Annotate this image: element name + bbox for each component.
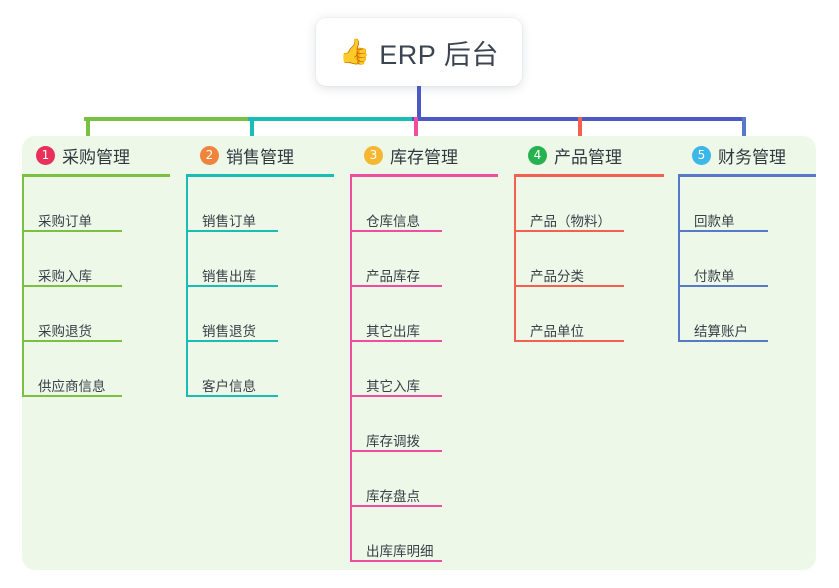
column-badge-2: 2 [200, 145, 219, 165]
leaf-label[interactable]: 回款单 [694, 214, 735, 229]
column-title-2: 销售管理 [226, 147, 294, 167]
leaf-label[interactable]: 出库库明细 [366, 544, 434, 559]
leaf-rule [350, 395, 442, 397]
leaf-rule [678, 230, 768, 232]
leaf-label[interactable]: 客户信息 [202, 379, 256, 394]
leaf-label[interactable]: 库存盘点 [366, 489, 420, 504]
segment-col1-col2 [84, 117, 252, 121]
column-5: 5 财务管理回款单付款单结算账户 [678, 136, 839, 342]
segment-col2-col3 [248, 117, 416, 121]
leaf-label[interactable]: 销售退货 [202, 324, 256, 339]
leaf-rule [514, 340, 624, 342]
leaf-label[interactable]: 库存调拨 [366, 434, 420, 449]
stub-col5 [742, 117, 746, 143]
column-header-rule-2 [186, 174, 334, 177]
leaf-rule [186, 230, 278, 232]
column-header-rule-4 [514, 174, 664, 177]
stub-col2 [250, 117, 254, 143]
root-title: ERP 后台 [379, 39, 499, 70]
column-badge-3: 3 [364, 145, 383, 165]
leaf-rule [22, 395, 122, 397]
column-header-1[interactable]: 1 采购管理 [22, 136, 200, 174]
leaf-rule [678, 340, 768, 342]
leaf-label[interactable]: 产品单位 [530, 324, 584, 339]
column-spine-2 [186, 177, 188, 397]
stub-col1 [86, 117, 90, 143]
leaf-label[interactable]: 供应商信息 [38, 379, 106, 394]
leaf-rule [350, 450, 442, 452]
column-4: 4 产品管理产品（物料） 产品分类产品单位 [514, 136, 694, 342]
stub-col3 [414, 117, 418, 143]
column-header-3[interactable]: 3 库存管理 [350, 136, 528, 174]
leaf-label[interactable]: 销售出库 [202, 269, 256, 284]
thumbs-up-icon: 👍 [339, 37, 371, 66]
column-header-2[interactable]: 2 销售管理 [186, 136, 364, 174]
leaf-label[interactable]: 结算账户 [694, 324, 748, 339]
leaf-label[interactable]: 产品（物料） [530, 214, 611, 229]
leaf-label[interactable]: 采购入库 [38, 269, 92, 284]
column-3: 3 库存管理仓库信息产品库存其它出库其它入库库存调拨库存盘点出库库明细 [350, 136, 528, 562]
stub-col4 [578, 117, 582, 143]
column-title-3: 库存管理 [390, 147, 458, 167]
leaf-rule [350, 560, 442, 562]
column-header-rule-1 [22, 174, 170, 177]
leaf-rule [514, 285, 624, 287]
column-2: 2 销售管理销售订单销售出库销售退货客户信息 [186, 136, 364, 397]
leaf-label[interactable]: 产品库存 [366, 269, 420, 284]
column-title-4: 产品管理 [554, 147, 622, 167]
leaf-label[interactable]: 仓库信息 [366, 214, 420, 229]
column-spine-5 [678, 177, 680, 342]
column-header-rule-5 [678, 174, 816, 177]
leaf-label[interactable]: 其它入库 [366, 379, 420, 394]
leaf-rule [350, 505, 442, 507]
root-node[interactable]: 👍 ERP 后台 [316, 18, 522, 86]
column-header-rule-3 [350, 174, 498, 177]
leaf-label[interactable]: 产品分类 [530, 269, 584, 284]
diagram-panel: 1 采购管理采购订单采购入库采购退货供应商信息 2 销售管理销售订单销售出库销售退货客… [22, 136, 816, 570]
leaf-label[interactable]: 采购退货 [38, 324, 92, 339]
leaf-rule [678, 285, 768, 287]
leaf-rule [186, 340, 278, 342]
leaf-label[interactable]: 采购订单 [38, 214, 92, 229]
leaf-rule [22, 230, 122, 232]
column-badge-1: 1 [36, 145, 55, 165]
leaf-rule [186, 395, 278, 397]
column-header-4[interactable]: 4 产品管理 [514, 136, 694, 174]
leaf-rule [350, 230, 442, 232]
leaf-label[interactable]: 销售订单 [202, 214, 256, 229]
leaf-rule [186, 285, 278, 287]
column-1: 1 采购管理采购订单采购入库采购退货供应商信息 [22, 136, 200, 397]
leaf-rule [514, 230, 624, 232]
leaf-rule [350, 285, 442, 287]
column-spine-1 [22, 177, 24, 397]
leaf-label[interactable]: 其它出库 [366, 324, 420, 339]
root-connector-line [417, 86, 421, 121]
leaf-label[interactable]: 付款单 [694, 269, 735, 284]
column-title-1: 采购管理 [62, 147, 130, 167]
column-header-5[interactable]: 5 财务管理 [678, 136, 839, 174]
leaf-rule [22, 340, 122, 342]
column-title-5: 财务管理 [718, 147, 786, 167]
column-spine-3 [350, 177, 352, 562]
leaf-rule [350, 340, 442, 342]
column-badge-5: 5 [692, 145, 711, 165]
column-badge-4: 4 [528, 145, 547, 165]
leaf-rule [22, 285, 122, 287]
column-spine-4 [514, 177, 516, 342]
